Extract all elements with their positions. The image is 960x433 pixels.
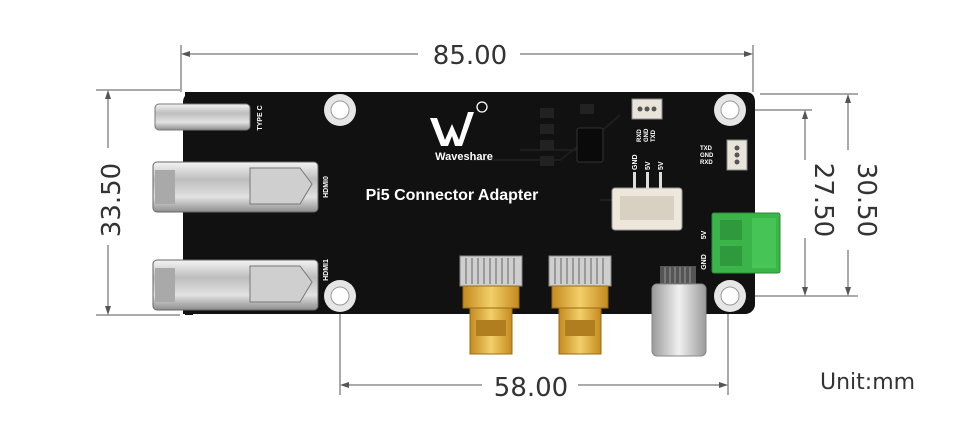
uart-header-top — [631, 98, 663, 120]
dim-height-label: 33.50 — [97, 163, 127, 237]
uart-header-right — [726, 139, 748, 171]
label-hdmi1: HDMI1 — [323, 259, 330, 281]
power-header — [611, 172, 683, 231]
dim-hole-x-label: 58.00 — [494, 373, 568, 403]
dim-height — [96, 89, 180, 316]
terminal-label-1: 5V — [701, 230, 708, 239]
label-hdmi0: HDMI0 — [323, 176, 330, 198]
dim-width-label: 85.00 — [433, 41, 507, 71]
waveshare-logo — [430, 101, 488, 146]
terminal-label-2: GND — [701, 254, 708, 270]
label-type-c: TYPE C — [257, 105, 264, 130]
power-label-2: 5V — [645, 161, 652, 170]
dim-right-height — [760, 93, 858, 297]
power-label-1: GND — [632, 154, 639, 170]
terminal-labels: 5V GND — [701, 230, 708, 269]
micro-hdmi-plug-1 — [459, 255, 523, 355]
chip-ic — [540, 104, 604, 166]
dim-hole-y-label: 27.50 — [808, 163, 838, 237]
mounting-hole-bottom-left — [324, 280, 356, 312]
dim-hole-x — [339, 300, 729, 395]
unit-label: Unit:mm — [820, 370, 916, 395]
micro-hdmi-plug-2 — [548, 255, 612, 355]
dim-right-height-label: 30.50 — [851, 163, 881, 237]
hdmi0-connector — [152, 161, 319, 213]
mounting-hole-bottom-right — [714, 280, 746, 312]
uart-right-label-3: RXD — [700, 160, 713, 166]
brand-text: Waveshare — [435, 151, 493, 163]
mounting-hole-top-right — [714, 94, 746, 126]
uart-right-label-1: TXD — [700, 146, 713, 152]
usb-c-plug — [651, 266, 707, 357]
hdmi1-connector — [152, 259, 319, 311]
uart-right-labels: TXD GND RXD — [700, 146, 714, 166]
uart-top-label-2: GND — [644, 128, 650, 142]
uart-top-label-3: TXD — [651, 129, 657, 142]
pcb-lower-right — [340, 250, 755, 314]
power-header-labels: GND 5V 5V — [632, 154, 665, 170]
uart-top-labels: RXD GND TXD — [637, 128, 657, 142]
dim-width — [180, 45, 754, 92]
uart-right-label-2: GND — [700, 153, 714, 159]
terminal-block — [711, 212, 781, 274]
mounting-hole-top-left — [324, 94, 356, 126]
uart-top-label-1: RXD — [637, 129, 643, 142]
power-label-3: 5V — [658, 161, 665, 170]
board-title: Pi5 Connector Adapter — [366, 187, 539, 204]
type-c-connector-left — [154, 103, 251, 131]
